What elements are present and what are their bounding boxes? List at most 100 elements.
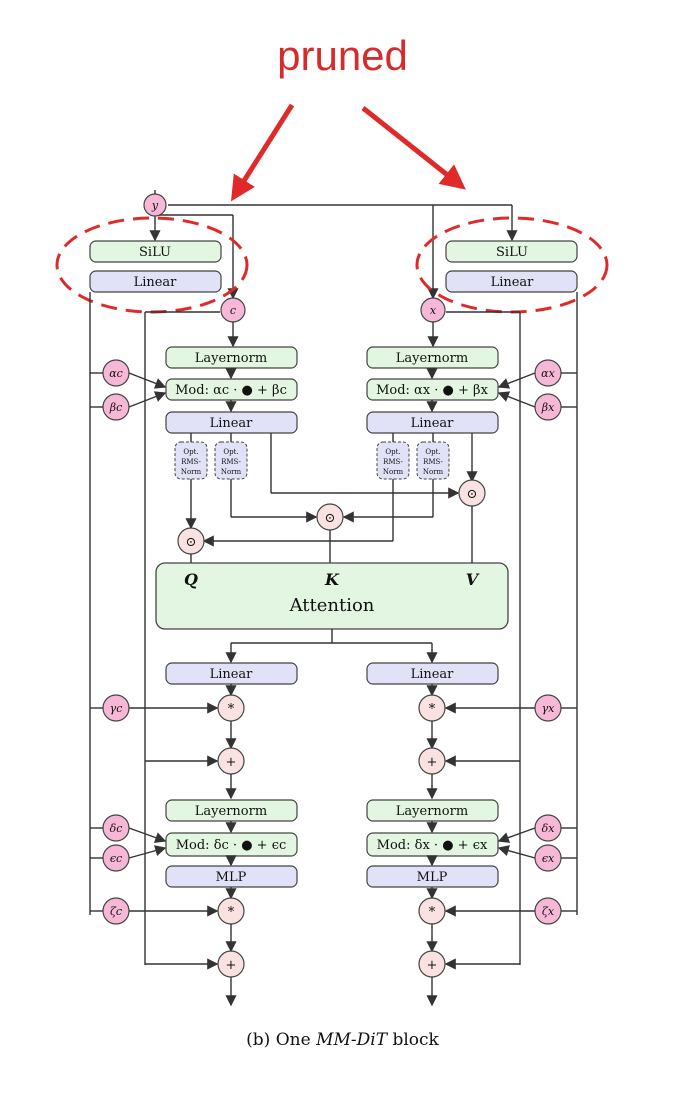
svg-text:ϵc: ϵc: [110, 852, 122, 865]
delta-c-circle: δc: [102, 814, 130, 842]
svg-text:Attention: Attention: [289, 595, 375, 616]
layernorm-right-2: Layernorm: [366, 799, 499, 822]
svg-text:Layernorm: Layernorm: [396, 804, 468, 819]
svg-text:*: *: [228, 905, 235, 920]
svg-text:Norm: Norm: [383, 468, 404, 476]
concat-k: ⊙: [316, 503, 344, 531]
svg-text:Opt.: Opt.: [385, 448, 400, 456]
beta-x-circle: βx: [534, 393, 562, 421]
mult-left-1: *: [217, 694, 245, 722]
svg-text:Linear: Linear: [210, 667, 254, 682]
svg-text:c: c: [230, 304, 236, 317]
svg-text:RMS-: RMS-: [181, 458, 201, 466]
svg-text:Linear: Linear: [134, 275, 178, 290]
rms-norm-right-k: Opt. RMS- Norm: [416, 441, 450, 480]
svg-text:+: +: [226, 755, 237, 770]
svg-text:ζc: ζc: [110, 905, 122, 918]
mod-left-2: Mod: δc · ● + ϵc: [165, 832, 298, 857]
alpha-x-circle: αx: [534, 359, 562, 387]
silu-left: SiLU: [89, 240, 222, 263]
svg-text:Opt.: Opt.: [425, 448, 440, 456]
svg-text:γx: γx: [542, 702, 556, 715]
svg-text:Linear: Linear: [210, 416, 254, 431]
linear-top-left: Linear: [89, 270, 222, 293]
caption-title: MM-DiT: [316, 1030, 388, 1050]
svg-text:*: *: [429, 905, 436, 920]
svg-text:Norm: Norm: [181, 468, 202, 476]
svg-text:Opt.: Opt.: [183, 448, 198, 456]
delta-x-circle: δx: [534, 814, 562, 842]
svg-text:x: x: [430, 304, 437, 317]
svg-text:βx: βx: [541, 401, 555, 414]
add-left-1: +: [217, 747, 245, 775]
svg-text:*: *: [429, 702, 436, 717]
mult-right-2: *: [418, 897, 446, 925]
linear-left-2: Linear: [165, 662, 298, 685]
rms-norm-left-k: Opt. RMS- Norm: [214, 441, 248, 480]
svg-text:Mod: δx · ● + ϵx: Mod: δx · ● + ϵx: [377, 838, 488, 853]
mult-left-2: *: [217, 897, 245, 925]
linear-left-1: Linear: [165, 411, 298, 434]
concat-q: ⊙: [177, 527, 205, 555]
beta-c-circle: βc: [102, 393, 130, 421]
svg-text:γc: γc: [110, 702, 123, 715]
svg-text:Norm: Norm: [423, 468, 444, 476]
mod-left-1: Mod: αc · ● + βc: [165, 378, 298, 401]
add-right-2: +: [418, 950, 446, 978]
svg-text:K: K: [324, 570, 340, 589]
figure-caption: (b) One MM-DiT block: [0, 1030, 685, 1050]
svg-text:Linear: Linear: [411, 667, 455, 682]
silu-right: SiLU: [445, 240, 578, 263]
zeta-c-circle: ζc: [102, 897, 130, 925]
svg-text:⊙: ⊙: [325, 511, 336, 526]
svg-text:Layernorm: Layernorm: [195, 804, 267, 819]
svg-text:⊙: ⊙: [186, 535, 197, 550]
alpha-c-circle: αc: [102, 359, 130, 387]
svg-text:SiLU: SiLU: [496, 245, 528, 260]
attention-block: Q K V Attention: [155, 562, 509, 630]
svg-text:αx: αx: [541, 367, 555, 380]
svg-text:y: y: [151, 199, 159, 212]
layernorm-right-1: Layernorm: [366, 346, 499, 369]
svg-text:RMS-: RMS-: [423, 458, 443, 466]
linear-right-1: Linear: [366, 411, 499, 434]
caption-suffix: block: [387, 1030, 439, 1050]
y-input-circle: y: [143, 193, 167, 217]
rms-norm-right-q: Opt. RMS- Norm: [376, 441, 410, 480]
svg-text:RMS-: RMS-: [383, 458, 403, 466]
linear-top-right: Linear: [445, 270, 578, 293]
layernorm-left-1: Layernorm: [165, 346, 298, 369]
svg-text:Linear: Linear: [491, 275, 535, 290]
caption-prefix: (b) One: [246, 1030, 317, 1050]
svg-text:Mod: δc · ● + ϵc: Mod: δc · ● + ϵc: [176, 838, 287, 853]
svg-text:+: +: [226, 958, 237, 973]
mult-right-1: *: [418, 694, 446, 722]
svg-text:δx: δx: [542, 822, 556, 835]
svg-text:βc: βc: [109, 401, 123, 414]
svg-text:Layernorm: Layernorm: [396, 351, 468, 366]
svg-text:V: V: [466, 570, 480, 589]
svg-text:Opt.: Opt.: [223, 448, 238, 456]
mod-right-2: Mod: δx · ● + ϵx: [366, 832, 499, 857]
linear-right-2: Linear: [366, 662, 499, 685]
add-left-2: +: [217, 950, 245, 978]
svg-text:+: +: [427, 755, 438, 770]
layernorm-left-2: Layernorm: [165, 799, 298, 822]
svg-text:*: *: [228, 702, 235, 717]
rms-norm-left-q: Opt. RMS- Norm: [174, 441, 208, 480]
pruned-arrow-right: [361, 106, 466, 190]
add-right-1: +: [418, 747, 446, 775]
svg-text:Mod: αx · ● + βx: Mod: αx · ● + βx: [376, 383, 488, 398]
svg-text:⊙: ⊙: [467, 487, 478, 502]
svg-text:Norm: Norm: [221, 468, 242, 476]
mlp-left: MLP: [165, 865, 298, 888]
svg-text:ϵx: ϵx: [542, 852, 555, 865]
c-input-circle: c: [220, 297, 246, 323]
svg-text:Layernorm: Layernorm: [195, 351, 267, 366]
svg-text:Q: Q: [184, 570, 198, 589]
gamma-x-circle: γx: [534, 694, 562, 722]
pruned-arrow-left: [230, 103, 295, 202]
svg-text:Mod: αc · ● + βc: Mod: αc · ● + βc: [175, 383, 287, 398]
svg-text:ζx: ζx: [542, 905, 555, 918]
